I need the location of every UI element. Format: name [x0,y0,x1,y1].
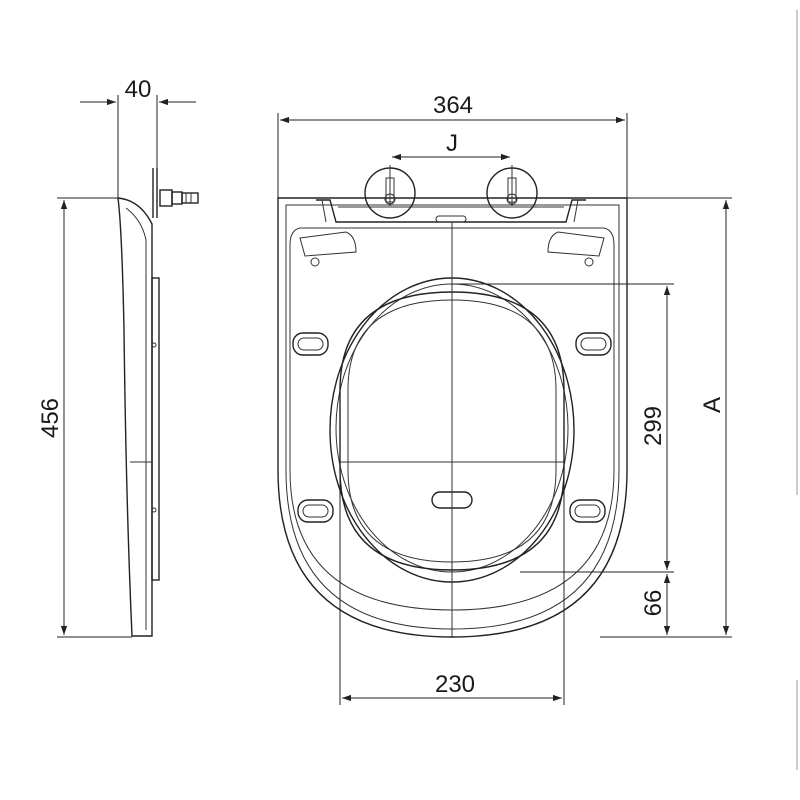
dimension-front-rim: 66 [640,574,671,635]
dimension-fixing-to-front: A [600,197,732,638]
dimension-hinge-spacing: J [392,130,510,161]
dim-label-230: 230 [435,671,475,698]
dimension-opening-width: 230 [339,462,565,705]
dim-label-j: J [446,130,458,157]
dimension-overall-width: 364 [277,92,628,198]
dimension-overall-length: 456 [37,197,132,638]
dim-label-a: A [699,397,726,413]
dim-label-456: 456 [37,398,64,438]
top-view [277,165,628,638]
dimension-opening-length: 299 [452,283,674,573]
dim-label-66: 66 [640,590,667,617]
dim-label-364: 364 [433,92,473,119]
dimension-hinge-depth: 40 [80,76,196,200]
dim-label-40: 40 [125,76,152,103]
side-view [117,168,199,637]
dim-label-299: 299 [640,406,667,446]
